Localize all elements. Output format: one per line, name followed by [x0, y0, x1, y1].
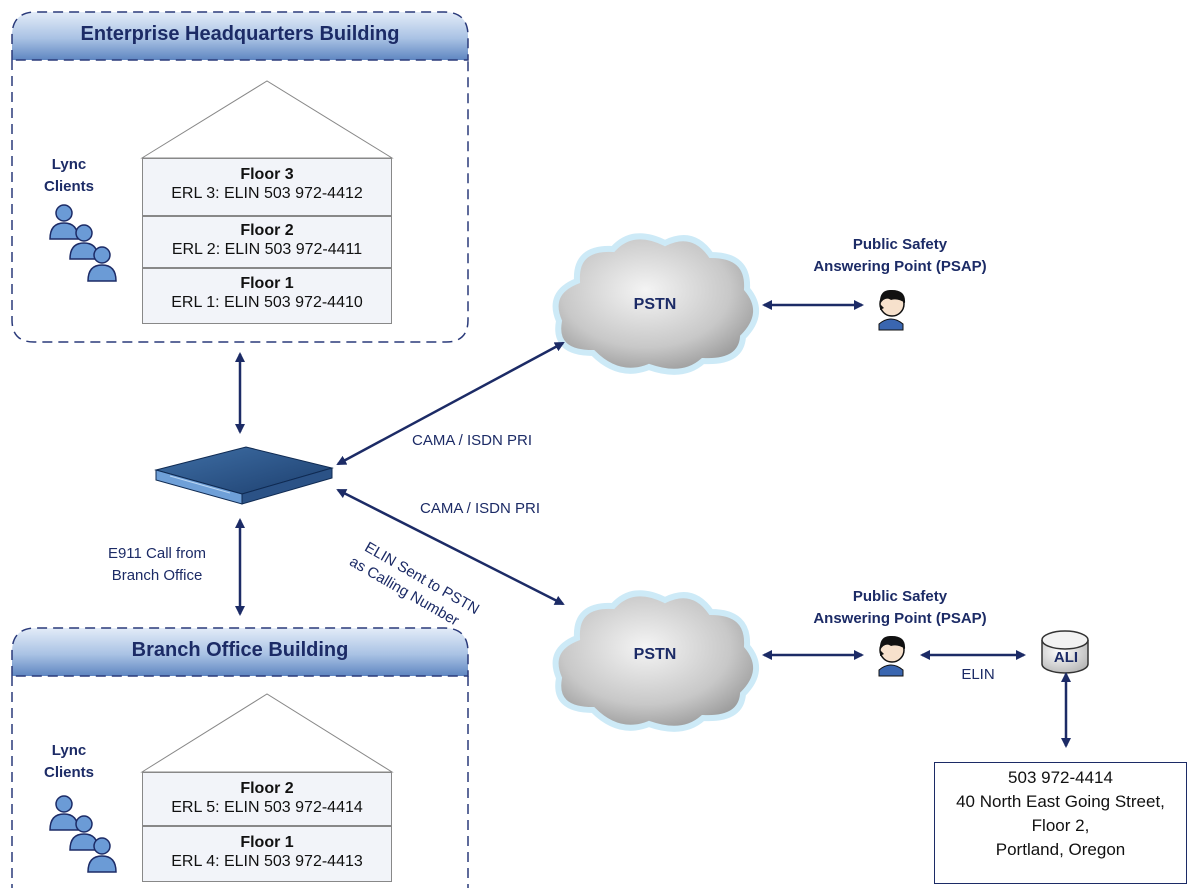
psap-line-2: Answering Point (PSAP): [813, 258, 987, 275]
floor-erl: ERL 1: ELIN 503 972-4410: [171, 294, 363, 311]
lync-label-line: Lync: [51, 156, 87, 173]
ali-label: ALI: [1054, 649, 1078, 666]
ali-record-line: Floor 2,: [1031, 816, 1090, 835]
hq-building-title: Enterprise Headquarters Building: [80, 23, 400, 45]
hq-roof: [140, 80, 394, 159]
lync-clients-icon: [49, 795, 117, 873]
branch-floor-1: Floor 1 ERL 4: ELIN 503 972-4413: [142, 826, 392, 882]
gateway-device-icon: [154, 446, 334, 505]
floor-name: Floor 1: [240, 275, 294, 292]
branch-building-box: [11, 627, 469, 888]
pstn-cloud-icon: [552, 590, 759, 732]
lync-label-line: Lync: [51, 742, 87, 759]
lync-clients-icon: [49, 204, 117, 282]
floor-name: Floor 1: [240, 834, 294, 851]
branch-floor-2: Floor 2 ERL 5: ELIN 503 972-4414: [142, 772, 392, 826]
ali-record-line: 40 North East Going Street,: [956, 792, 1165, 811]
psap-lower-label: Public Safety Answering Point (PSAP): [780, 586, 1020, 630]
clients-label-line: Clients: [43, 764, 94, 781]
floor-erl: ERL 5: ELIN 503 972-4414: [171, 799, 363, 816]
psap-line-2: Answering Point (PSAP): [813, 610, 987, 627]
psap-operator-icon: [878, 289, 906, 331]
hq-floor-3: Floor 3 ERL 3: ELIN 503 972-4412: [142, 158, 392, 216]
clients-label-line: Clients: [43, 178, 94, 195]
pstn-cloud-icon: [552, 233, 759, 375]
psap-upper-label: Public Safety Answering Point (PSAP): [780, 234, 1020, 278]
connection-arrows: [235, 300, 1071, 748]
hq-building-box: [11, 11, 469, 343]
branch-lync-clients-label: Lync Clients: [34, 740, 104, 784]
psap-line-1: Public Safety: [852, 236, 948, 253]
ali-record-line: Portland, Oregon: [995, 840, 1126, 859]
gateway-pstn-upper-arrow: [336, 341, 565, 466]
ali-record-box: 503 972-4414 40 North East Going Street,…: [934, 762, 1187, 884]
e911-line-1: E911 Call from: [107, 545, 207, 562]
hq-lync-clients-label: Lync Clients: [34, 154, 104, 198]
floor-erl: ERL 4: ELIN 503 972-4413: [171, 853, 363, 870]
branch-roof: [140, 693, 394, 773]
hq-floor-2: Floor 2 ERL 2: ELIN 503 972-4411: [142, 216, 392, 268]
cama-lower-label: CAMA / ISDN PRI: [420, 500, 541, 517]
floor-name: Floor 2: [240, 222, 294, 239]
elin-label: ELIN: [961, 666, 995, 683]
pstn-upper-label: PSTN: [633, 296, 677, 313]
e911-call-label: E911 Call from Branch Office: [82, 543, 232, 587]
pstn-lower-label: PSTN: [633, 646, 677, 663]
floor-name: Floor 3: [240, 166, 294, 183]
e911-line-2: Branch Office: [111, 567, 203, 584]
floor-erl: ERL 3: ELIN 503 972-4412: [171, 185, 363, 202]
cama-upper-label: CAMA / ISDN PRI: [412, 432, 533, 449]
branch-building-title: Branch Office Building: [131, 639, 349, 661]
ali-record-line: 503 972-4414: [1008, 768, 1113, 787]
hq-floor-1: Floor 1 ERL 1: ELIN 503 972-4410: [142, 268, 392, 324]
elin-sent-label: ELIN Sent to PSTN as Calling Number: [346, 536, 485, 638]
floor-erl: ERL 2: ELIN 503 972-4411: [171, 241, 363, 258]
psap-line-1: Public Safety: [852, 588, 948, 605]
floor-name: Floor 2: [240, 780, 294, 797]
psap-operator-icon: [878, 635, 906, 677]
ali-database-icon: [1041, 630, 1089, 674]
gateway-pstn-lower-arrow: [336, 488, 565, 606]
